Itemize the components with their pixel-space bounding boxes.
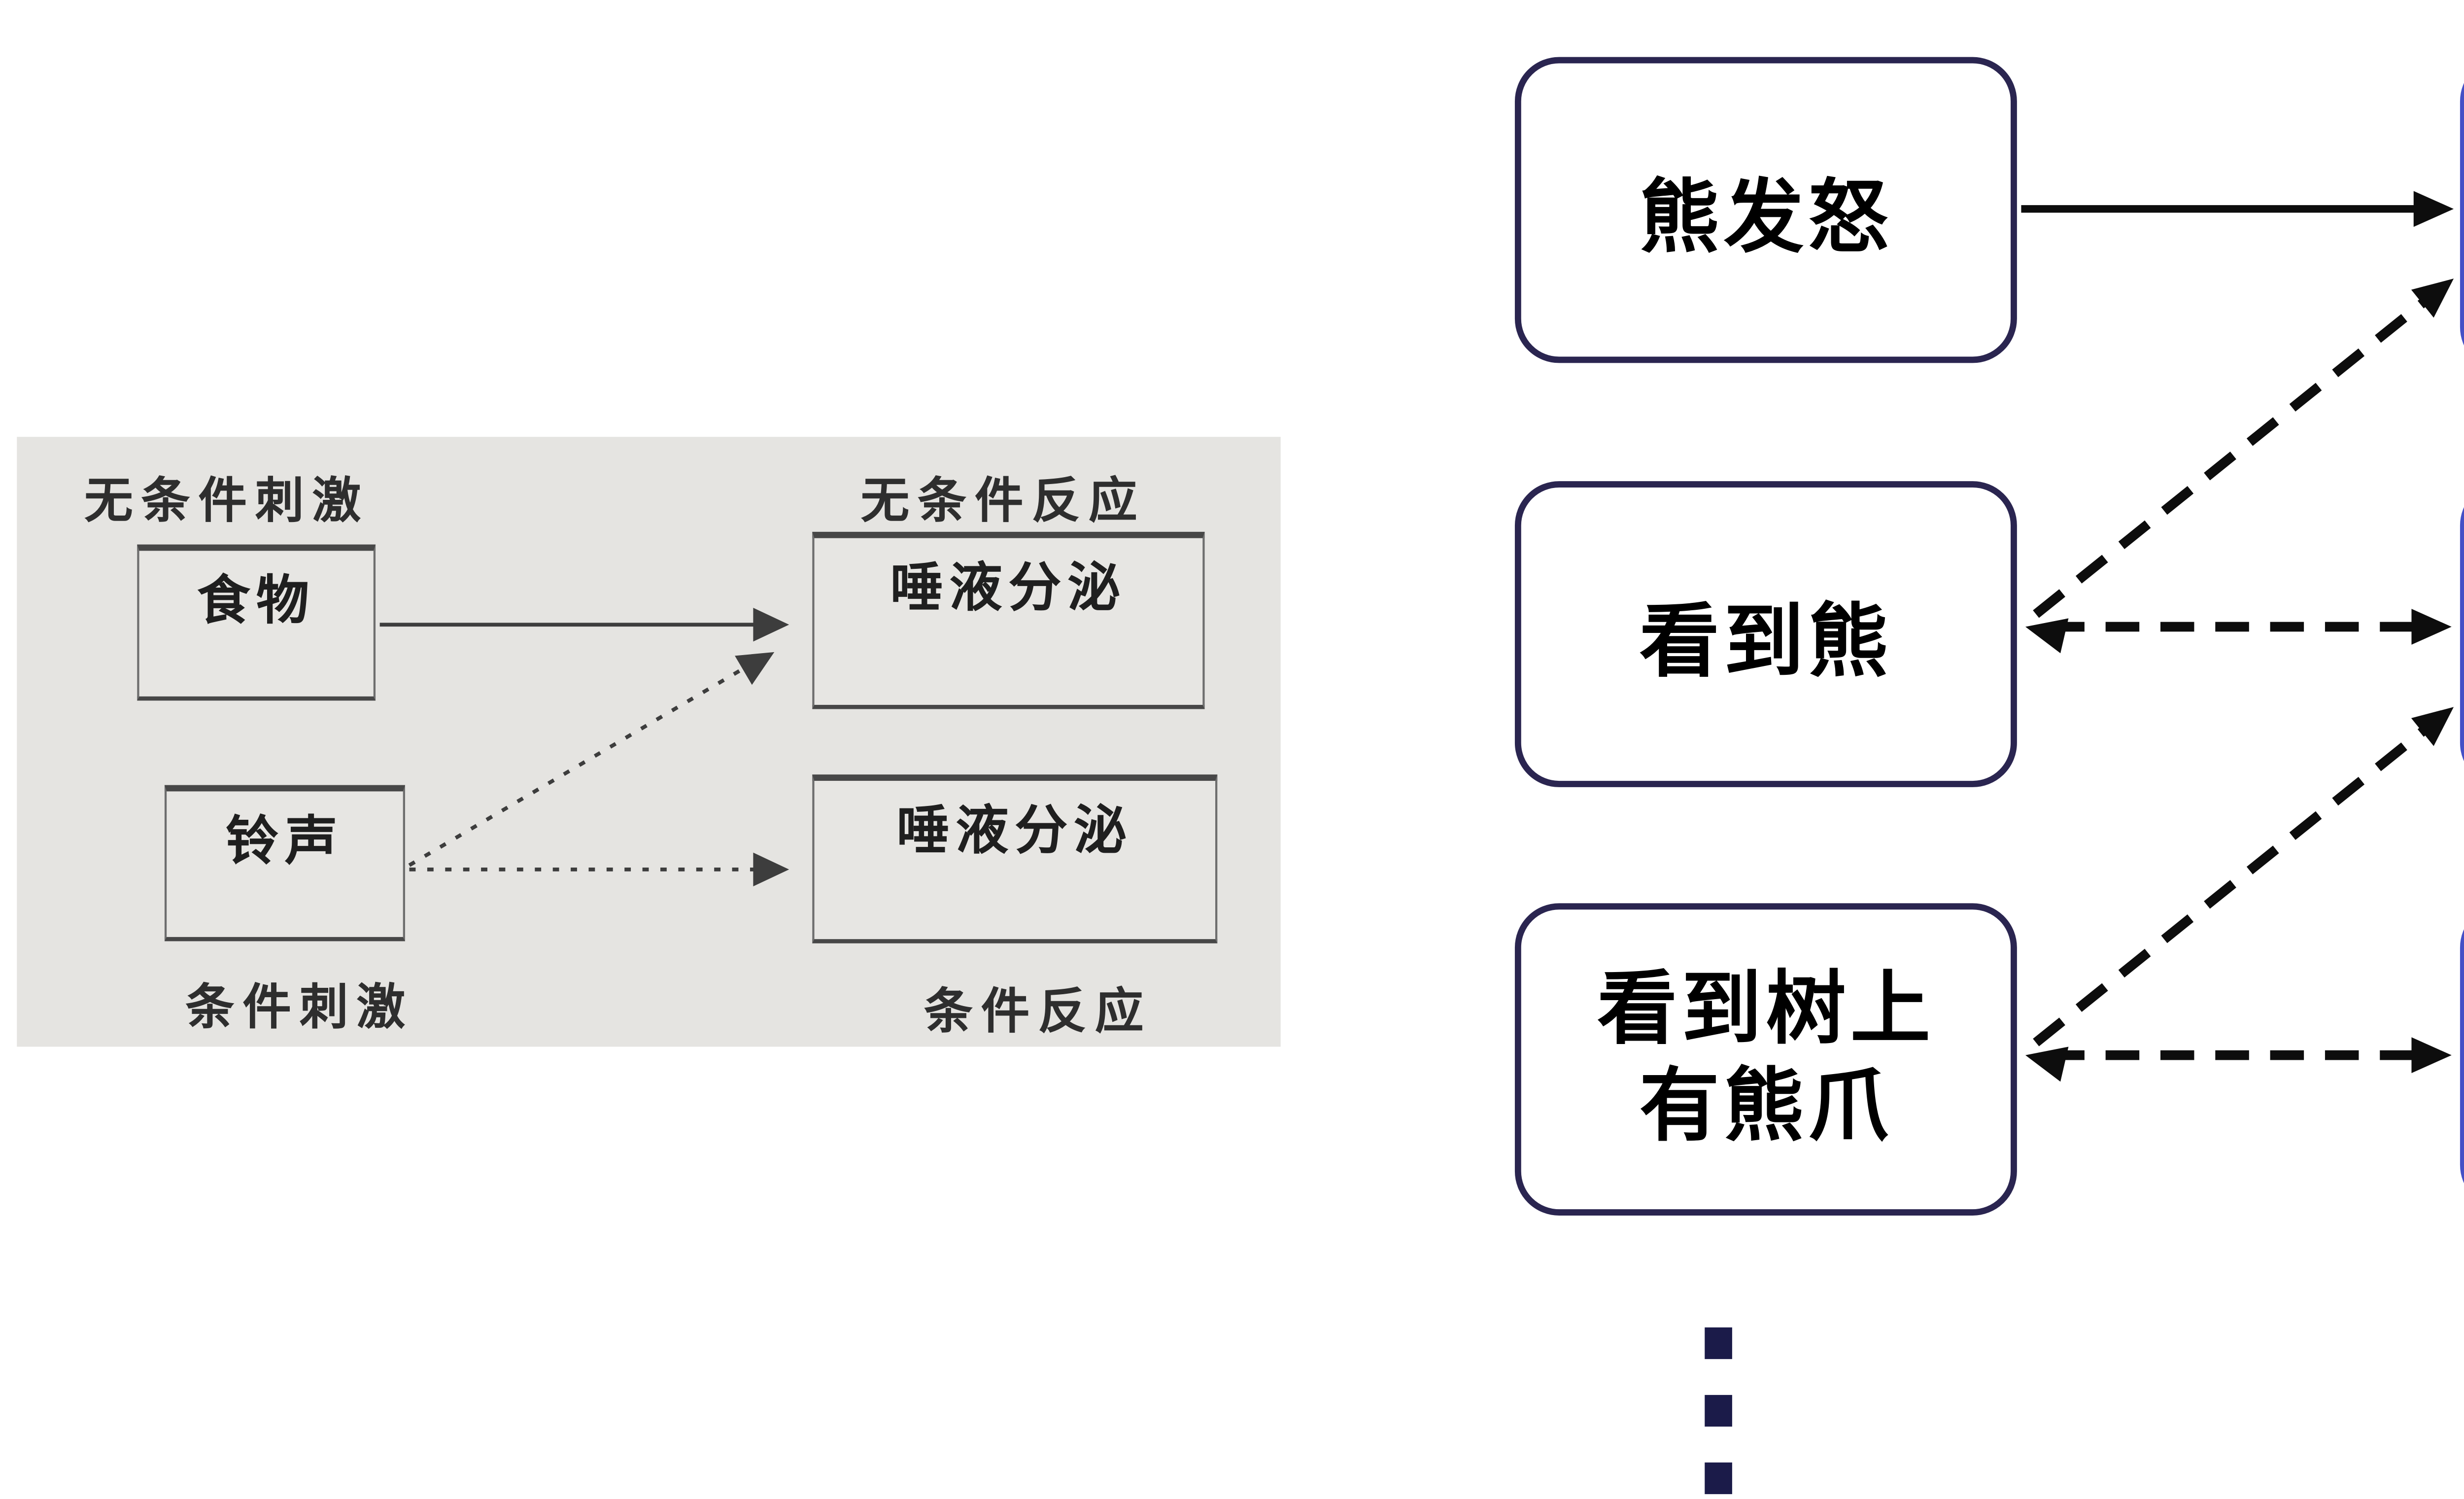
reward-box: 奖励: [2460, 57, 2464, 372]
see-claws-box: 看到树上 有熊爪: [1514, 903, 2017, 1216]
left-ellipsis-dots: [1705, 1327, 1732, 1495]
ellipsis-dot: [1705, 1394, 1732, 1427]
bear-rage-box: 熊发怒: [1514, 57, 2017, 363]
bear-rage-to-reward-arrow: [2021, 191, 2454, 227]
see-bear-to-next-value-dashed-arrow: [2025, 609, 2452, 654]
salivation-box-top: 唾液分泌: [812, 531, 1205, 709]
see-claws-to-next-value-dashed-arrow: [2033, 707, 2454, 1046]
next-state-value-box: V(s′): [2460, 481, 2464, 787]
see-claws-line2: 有熊爪: [1639, 1063, 1893, 1152]
unconditioned-response-label: 无条件反应: [860, 473, 1146, 528]
ellipsis-dot: [1705, 1462, 1732, 1495]
unconditioned-stimulus-label: 无条件刺激: [84, 473, 370, 528]
salivation-box-bottom: 唾液分泌: [812, 774, 1218, 943]
food-to-salivation-arrow: [379, 608, 789, 642]
ellipsis-dot: [1705, 1327, 1732, 1360]
bell-to-conditioned-salivation-dotted-arrow: [409, 852, 789, 887]
see-bear-to-reward-dashed-arrow: [2033, 279, 2454, 618]
see-claws-to-value-dashed-arrow: [2025, 1037, 2452, 1082]
bell-box: 铃声: [164, 785, 405, 941]
see-bear-box: 看到熊: [1514, 481, 2017, 787]
food-box: 食物: [137, 544, 376, 701]
state-value-box: V(s): [2460, 903, 2464, 1210]
see-claws-line1: 看到树上: [1597, 966, 1935, 1055]
bell-to-unconditioned-salivation-dotted-arrow: [408, 652, 775, 867]
conditioned-stimulus-label: 条件刺激: [185, 979, 414, 1034]
conditioned-response-label: 条件反应: [924, 983, 1152, 1039]
